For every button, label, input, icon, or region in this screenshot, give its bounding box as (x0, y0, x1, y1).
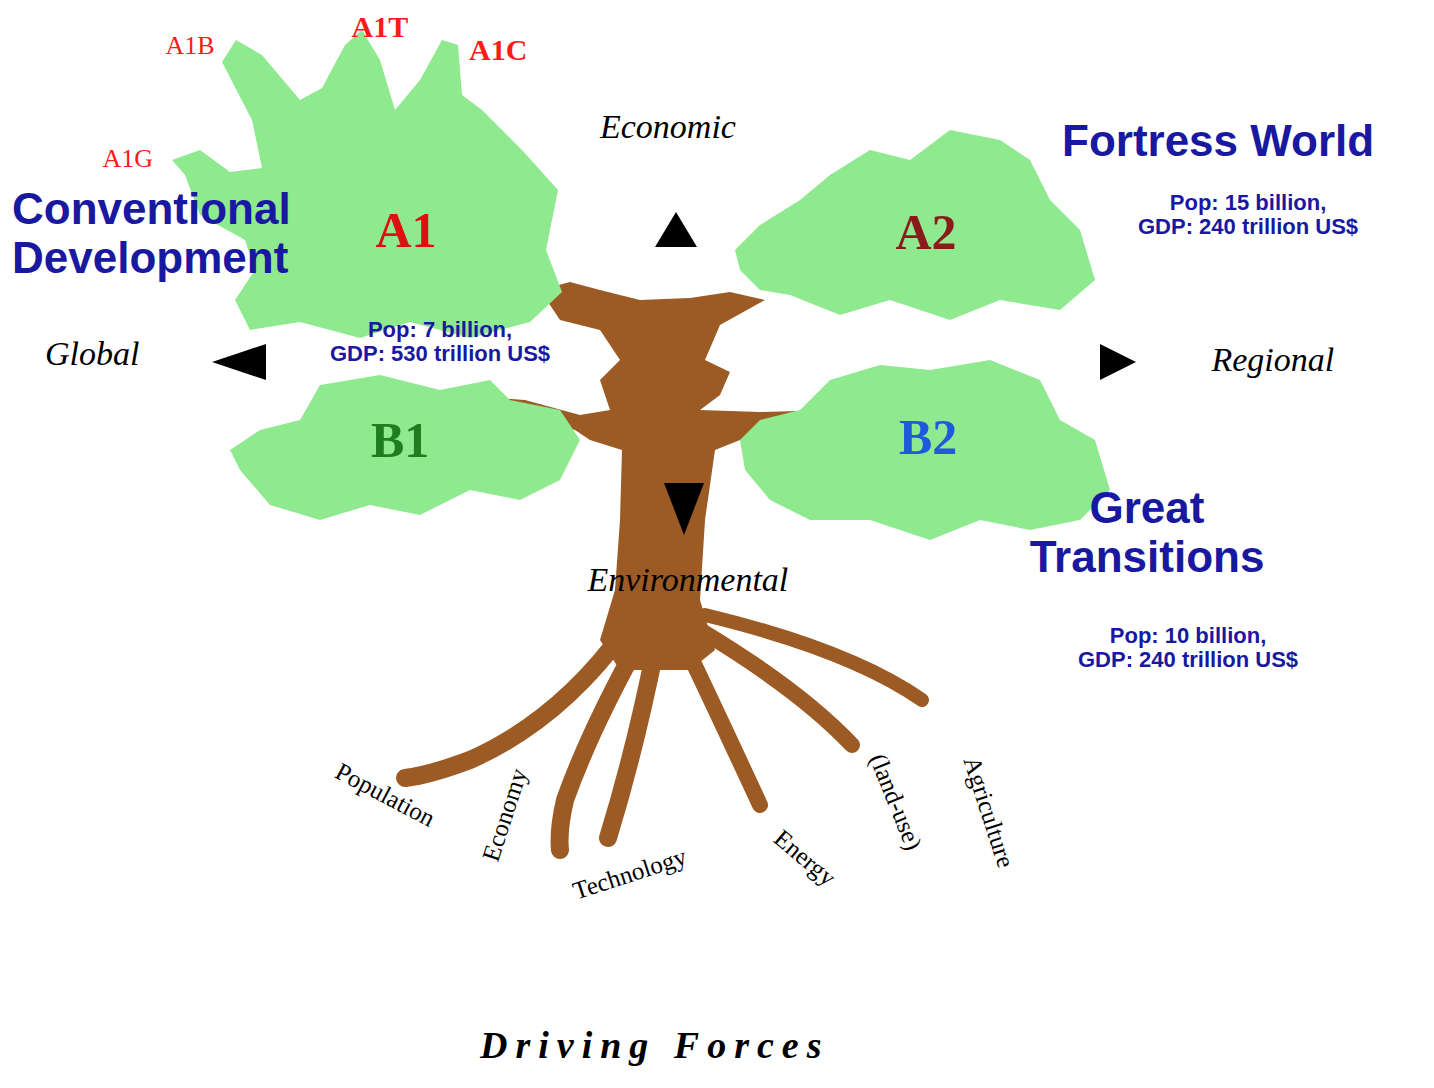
text-line: GDP: 530 trillion US$ (330, 342, 550, 367)
canopy-branch: A2 (725, 115, 1105, 330)
axis-label: Regional (1212, 341, 1335, 379)
scenario-code: A2 (896, 207, 957, 257)
axis-label: Economic (600, 108, 736, 146)
text-line: Pop: 10 billion, (1078, 624, 1298, 649)
scenario-code: B2 (899, 412, 957, 462)
driving-force: Technology (570, 843, 691, 906)
axis-label: Environmental (588, 561, 789, 599)
scenario-figures: Pop: 15 billion, GDP: 240 trillion US$ (1138, 191, 1358, 240)
scenario-label: A1T (352, 10, 409, 44)
canopy-outline (735, 130, 1095, 320)
scenario-figures: Pop: 7 billion, GDP: 530 trillion US$ (330, 318, 550, 367)
diagram-caption: Driving Forces (480, 1024, 830, 1067)
storyline-title: Conventional Development (12, 184, 392, 283)
storyline-title: Fortress World (1062, 116, 1374, 165)
storyline-title: Great Transitions (977, 483, 1317, 582)
text-line: Pop: 15 billion, (1138, 191, 1358, 216)
canopy-branch: B2 (725, 350, 1120, 550)
axis-label: Global (45, 335, 139, 373)
driving-force: Economy (477, 765, 533, 865)
driving-force: Energy (768, 824, 841, 892)
scenario-label: A1C (469, 33, 527, 67)
right-arrow (1100, 344, 1136, 380)
scenario-figures: Pop: 10 billion, GDP: 240 trillion US$ (1078, 624, 1298, 673)
text-line: GDP: 240 trillion US$ (1138, 215, 1358, 240)
down-arrow (664, 483, 704, 535)
canopy-outline (740, 360, 1110, 540)
driving-force: (land-use) (863, 750, 927, 854)
scenario-label: A1B (166, 31, 215, 60)
text-line: GDP: 240 trillion US$ (1078, 648, 1298, 673)
up-arrow (655, 212, 697, 247)
left-arrow (212, 344, 266, 380)
text-line: Pop: 7 billion, (330, 318, 550, 343)
canopy-outline (230, 375, 580, 520)
driving-force: Agriculture (957, 753, 1019, 871)
scenario-code: B1 (371, 415, 429, 465)
scenario-label: A1G (103, 144, 154, 173)
scenario-code: A1 (376, 205, 437, 255)
canopy-branch: B1 (220, 365, 590, 530)
